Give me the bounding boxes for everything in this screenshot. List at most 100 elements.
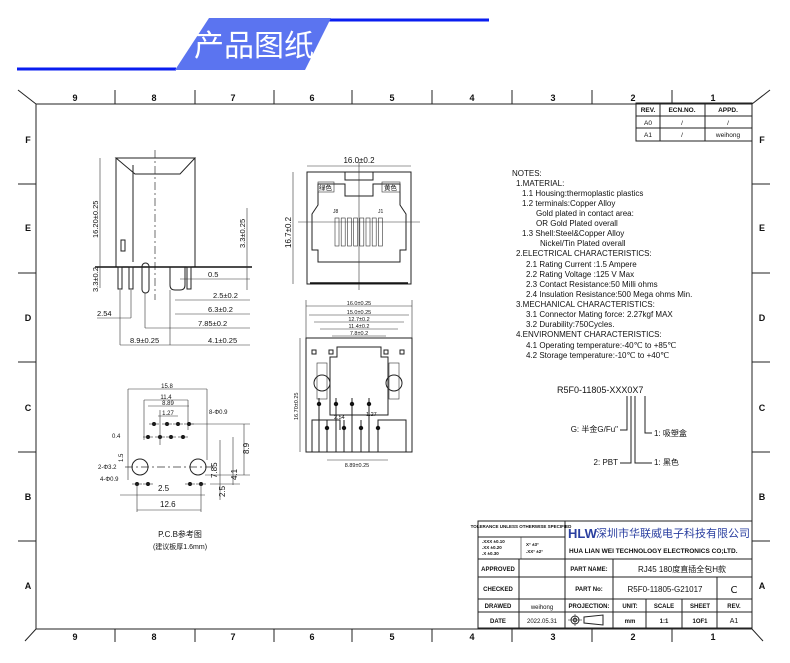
col-label-top: 1 [710, 93, 715, 103]
notes-block: NOTES: 1.MATERIAL: 1.1 Housing:thermopla… [512, 169, 692, 360]
pin-label: J8 [333, 209, 339, 215]
code-option: 2: PBT [594, 458, 619, 467]
dim-label: 16.0±0.25 [347, 301, 371, 307]
dim-label: 16.20±0.25 [91, 201, 100, 238]
note-line: 2.1 Rating Current :1.5 Ampere [526, 260, 637, 269]
note-line: 2.4 Insulation Resistance:500 Mega ohms … [526, 290, 692, 299]
front-view: 16.0±0.2 16.7±0.2 绿色 黄色 J8 J1 [284, 156, 420, 290]
note-line: 1.MATERIAL: [516, 179, 564, 188]
dim-label: 11.4±0.2 [349, 324, 370, 330]
pcb-footprint: 15.8 11.4 8.89 1.27 8-Φ0.9 0.4 1.5 2-Φ3.… [98, 384, 251, 551]
pin-dot [324, 425, 330, 431]
dim-label: 7.85±0.2 [198, 319, 227, 328]
rev-header: REV. [641, 107, 656, 114]
dim-label: 2.5 [158, 484, 170, 493]
rev-cell: A1 [644, 132, 652, 139]
dim-label: 4.1±0.25 [208, 336, 237, 345]
dim-label: 8-Φ0.9 [209, 410, 228, 416]
col-label-top: 3 [550, 93, 555, 103]
title-block: TOLERANCE UNLESS OTHERWISE SPECIFIED .XX… [471, 520, 753, 629]
code-option: 1: 吸塑盒 [654, 428, 687, 438]
col-label-bottom: 1 [710, 632, 715, 642]
note-line: Nickel/Tin Plated overall [540, 239, 626, 248]
dim-label: 7.85 [210, 462, 219, 478]
row-label-right: B [759, 492, 766, 502]
tolerance-line: .X ±0.30 [482, 551, 499, 556]
tolerance-line: .XXX ±0.10 [482, 539, 505, 544]
row-label-right: E [759, 223, 765, 233]
part-name-label: PART NAME: [570, 567, 607, 573]
drawing-frame [17, 89, 771, 642]
header-banner: 产品图纸 [17, 18, 489, 71]
ecn-cell: / [681, 120, 683, 127]
note-line: Gold plated in contact area: [536, 209, 634, 218]
unit-value: mm [625, 619, 636, 625]
col-label-top: 5 [389, 93, 394, 103]
col-label-top: 2 [630, 93, 635, 103]
projection-label: PROJECTION: [568, 604, 609, 610]
rev-letter: C [731, 585, 738, 596]
dim-label: 12.7±0.2 [348, 317, 369, 323]
pin-label: J1 [378, 209, 384, 215]
part-no-label: PART No: [575, 587, 603, 593]
code-option: G: 半金G/Fu" [571, 424, 618, 434]
note-line: 2.2 Rating Voltage :125 V Max [526, 270, 634, 279]
pin-dot [366, 401, 372, 407]
note-line: NOTES: [512, 169, 542, 178]
col-label-bottom: 9 [72, 632, 77, 642]
dim-label: 8.9 [242, 442, 251, 454]
side-view: 16.20±0.25 3.3±0.25 3.3±0.2 0.5 2.5±0.2 … [91, 150, 252, 346]
tolerance-line: .XX ±0.20 [482, 545, 502, 550]
ecn-header: ECN.NO. [668, 107, 695, 114]
dim-label: 15.0±0.25 [347, 310, 371, 316]
pin-dot [349, 401, 355, 407]
date-label: DATE [490, 619, 506, 625]
dim-label: 8.9±0.25 [130, 336, 159, 345]
row-label-left: F [25, 135, 31, 145]
note-line: 1.1 Housing:thermoplastic plastics [522, 189, 643, 198]
col-label-bottom: 5 [389, 632, 394, 642]
dim-label: 16.7±0.2 [284, 216, 293, 248]
scale-value: 1:1 [660, 619, 669, 625]
approved-label: APPROVED [481, 567, 515, 573]
dim-label: 8.89 [162, 401, 174, 407]
dim-label: 16.0±0.2 [343, 156, 375, 165]
row-label-right: C [759, 403, 766, 413]
col-label-top: 8 [151, 93, 156, 103]
contact-slot [371, 217, 377, 247]
dim-label: 15.8 [161, 384, 173, 390]
row-label-left: A [25, 581, 32, 591]
row-label-right: F [759, 135, 765, 145]
page-title: 产品图纸 [194, 29, 314, 64]
tolerance-line: X° ±3° [526, 542, 539, 547]
drawed-label: DRAWED [485, 604, 512, 610]
col-label-top: 4 [469, 93, 474, 103]
contact-slot [365, 217, 371, 247]
row-label-left: C [25, 403, 32, 413]
date-value: 2022.05.31 [527, 619, 558, 625]
pin-dot [358, 425, 364, 431]
dim-label: 0.4 [112, 434, 121, 440]
dim-label: 2.5 [218, 485, 227, 497]
contact-slot [378, 217, 383, 247]
rev-cell: A0 [644, 120, 652, 127]
appd-header: APPD. [718, 107, 738, 114]
pin-dot [341, 425, 347, 431]
dim-label: 12.6 [160, 500, 176, 509]
part-name-value: RJ45 180度直插全包H款 [638, 564, 726, 574]
projection-symbol-icon [568, 614, 604, 626]
company-name-cn: 深圳市华联威电子科技有限公司 [596, 526, 750, 540]
row-label-right: D [759, 313, 766, 323]
pin-dot [375, 425, 381, 431]
col-label-bottom: 2 [630, 632, 635, 642]
dim-label: 8.89±0.25 [345, 463, 369, 469]
ecn-cell: / [681, 132, 683, 139]
note-line: 2.3 Contact Resistance:50 Milli ohms [526, 280, 658, 289]
col-label-top: 9 [72, 93, 77, 103]
checked-label: CHECKED [483, 587, 513, 593]
row-label-right: A [759, 581, 766, 591]
dim-label: 0.5 [208, 270, 218, 279]
sheet-label: SHEET [690, 604, 710, 610]
contact-slot [334, 217, 340, 247]
